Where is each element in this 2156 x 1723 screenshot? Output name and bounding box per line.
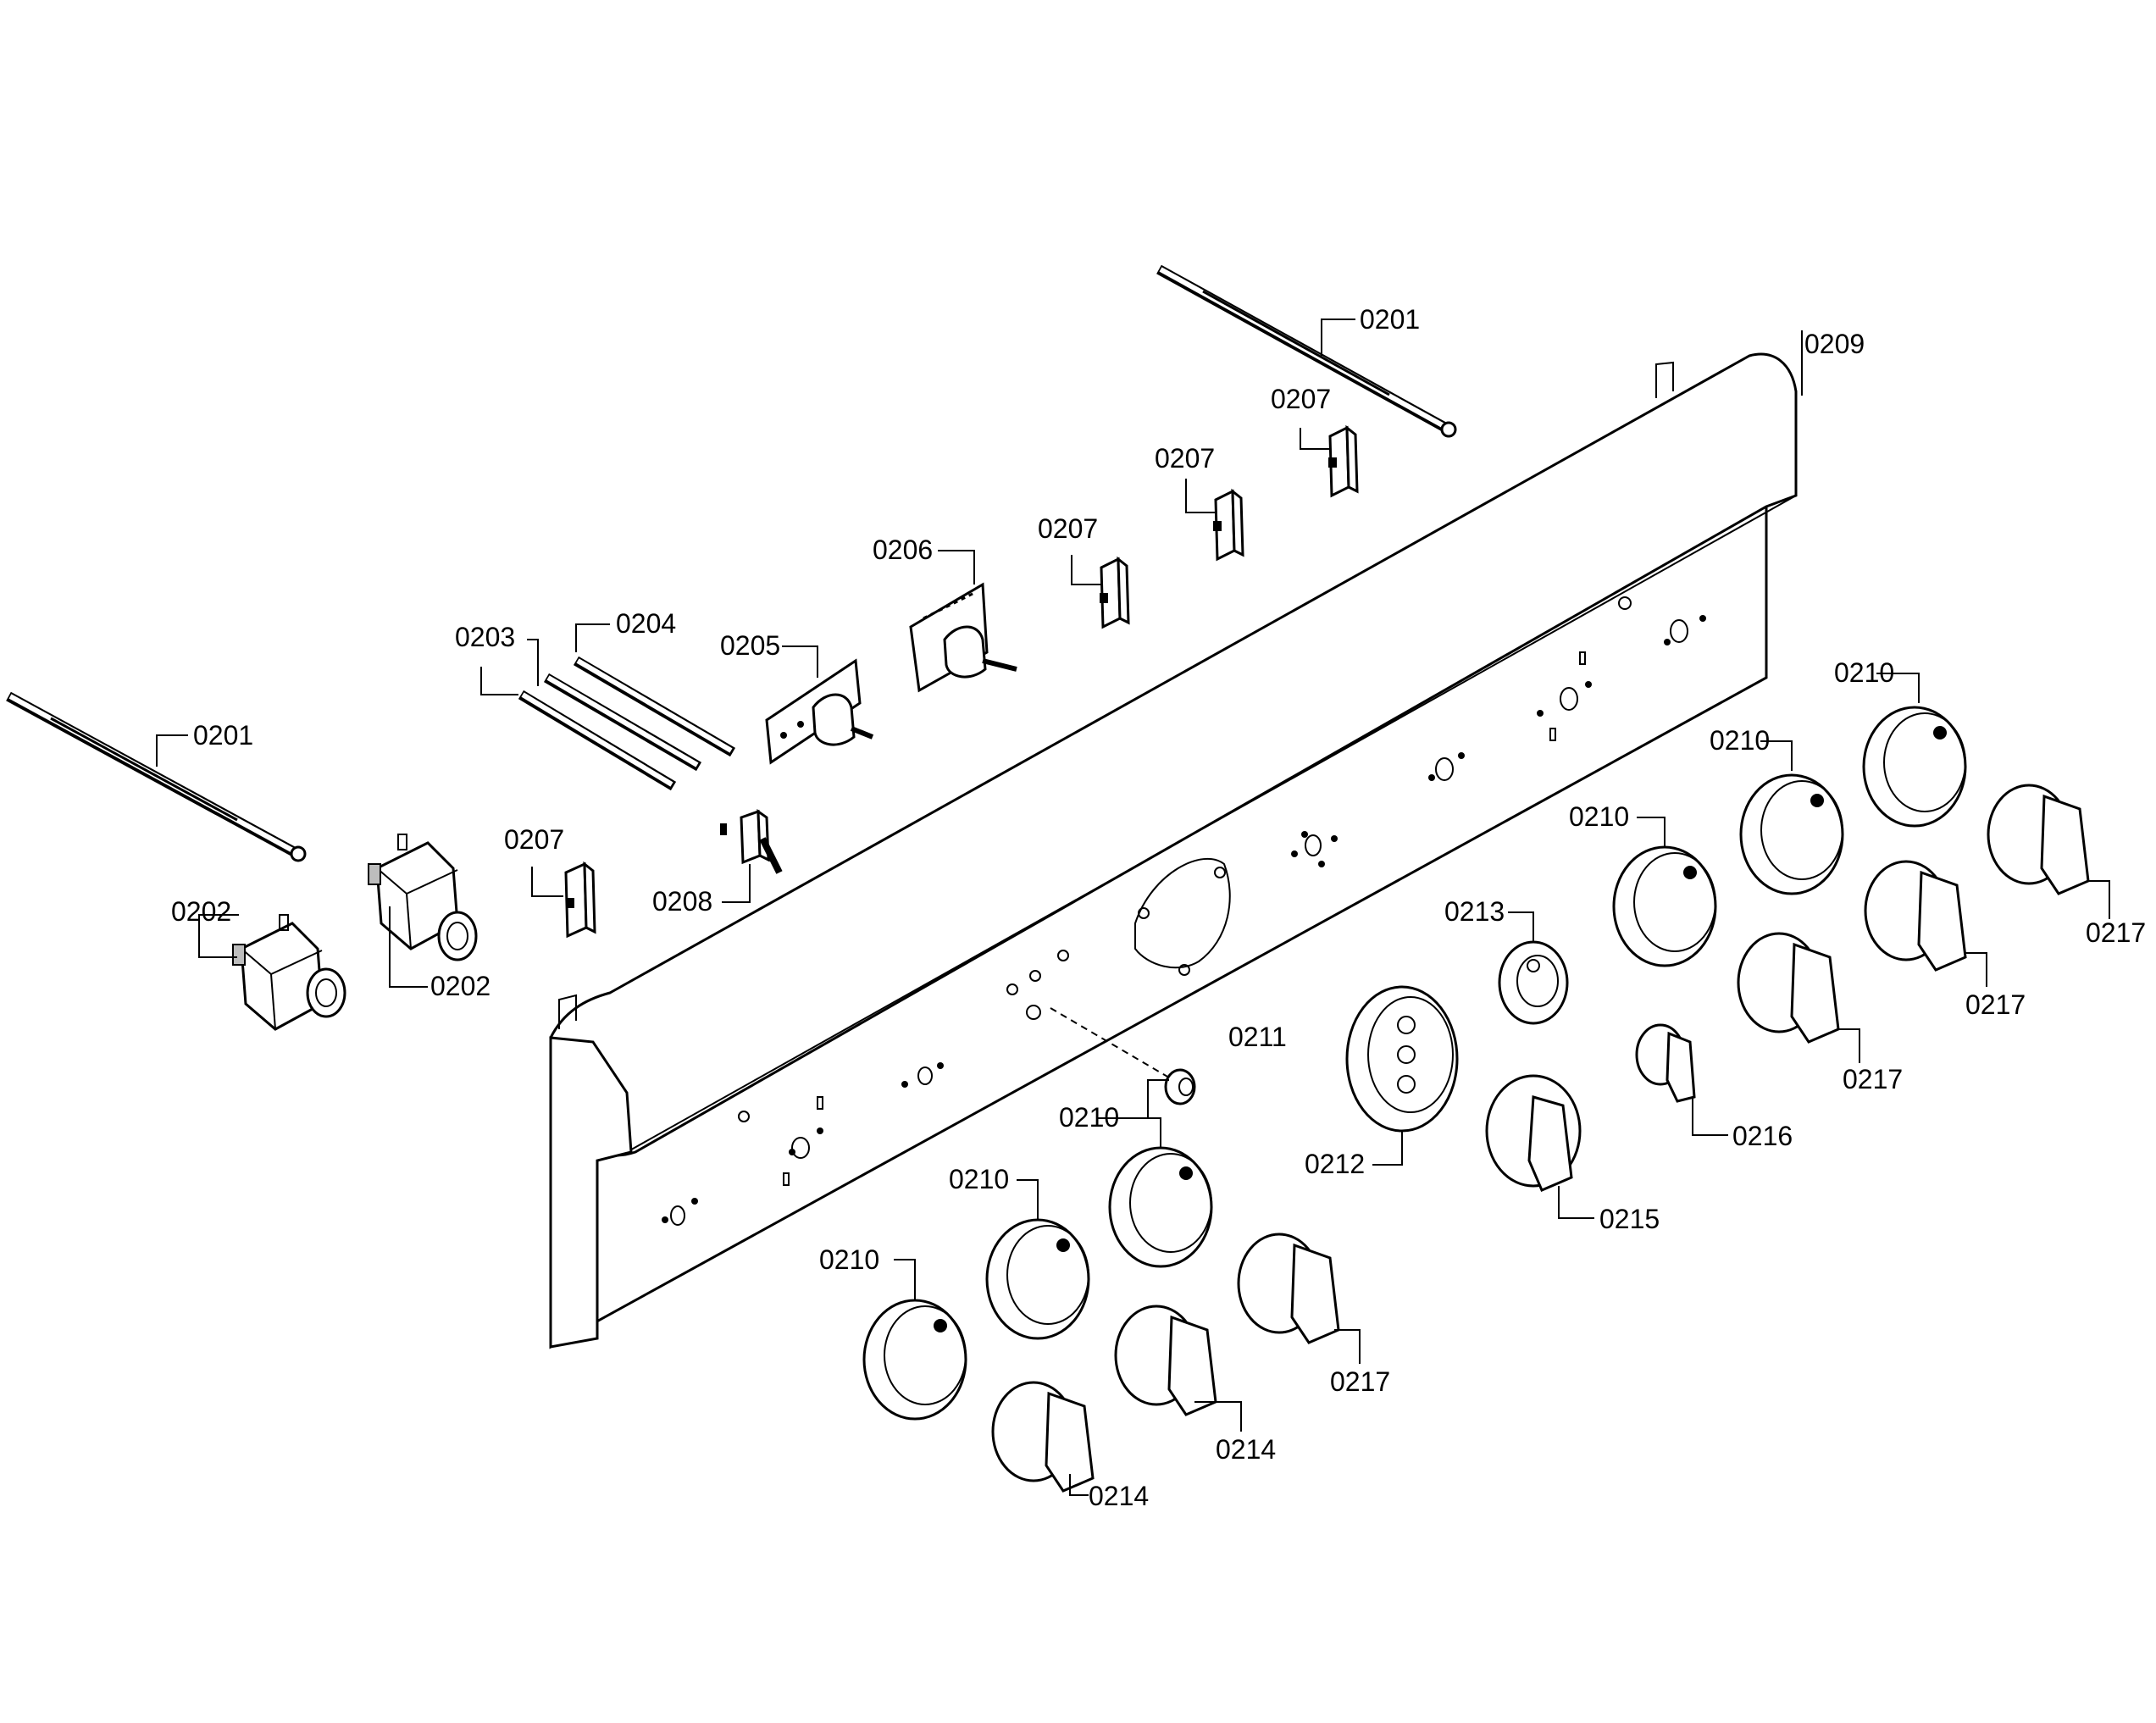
rods-0203-0204	[518, 656, 736, 791]
label-0208: 0208	[652, 886, 712, 917]
display-bezel-0212	[1345, 985, 1459, 1133]
bezel-0210-b	[985, 1218, 1090, 1340]
label-0215: 0215	[1599, 1204, 1660, 1234]
label-0205: 0205	[720, 630, 780, 661]
label-0209: 0209	[1804, 329, 1865, 359]
switch-0207-b	[1100, 556, 1130, 629]
label-0217-mid-right: 0217	[1965, 989, 2026, 1020]
label-0210-back-mid: 0210	[1710, 725, 1770, 756]
label-0202-left: 0202	[171, 896, 231, 927]
bezel-0210-d	[1612, 845, 1717, 967]
label-0201-left: 0201	[193, 720, 253, 751]
bezel-0210-f	[1862, 706, 1967, 828]
label-0217-mid: 0217	[1843, 1064, 1903, 1094]
label-0211: 0211	[1228, 1022, 1287, 1052]
label-0213: 0213	[1444, 896, 1505, 927]
label-0206: 0206	[873, 535, 933, 565]
knob-0214-a	[991, 1381, 1095, 1493]
label-0207-mid: 0207	[1038, 513, 1098, 544]
knob-0215	[1485, 1074, 1582, 1192]
sensor-rod-left	[6, 691, 307, 862]
bushing	[1050, 1007, 1196, 1105]
panel-holes	[662, 596, 1706, 1226]
label-0210-front-left: 0210	[819, 1244, 879, 1275]
label-0202-right: 0202	[430, 971, 491, 1001]
valve-right	[368, 834, 478, 961]
ring-0213	[1498, 940, 1569, 1025]
knob-0214-b	[1114, 1305, 1217, 1416]
part-labels: 0201 0201 0202 0202 0203 0204 0205 0206 …	[171, 304, 2146, 1511]
label-0214-left: 0214	[1089, 1481, 1149, 1511]
control-panel	[549, 352, 1798, 1349]
sensor-rod-right	[1156, 264, 1457, 438]
knob-0217-d	[1987, 784, 2090, 895]
label-0207-right: 0207	[1271, 384, 1331, 414]
knob-0217-b	[1737, 932, 1840, 1044]
knob-0217-c	[1864, 860, 1967, 972]
bezel-0210-c	[1108, 1146, 1213, 1268]
label-0210-front-right: 0210	[1059, 1102, 1119, 1133]
label-0214-right: 0214	[1216, 1434, 1276, 1465]
switch-0207-c	[1213, 488, 1244, 562]
label-0216: 0216	[1732, 1121, 1793, 1151]
knob-0216	[1635, 1023, 1696, 1103]
bezel-0210-e	[1739, 773, 1844, 895]
label-0210-back-left: 0210	[1569, 801, 1629, 832]
label-0217-front: 0217	[1330, 1366, 1390, 1397]
label-0204: 0204	[616, 608, 676, 639]
switch-0207-d	[1328, 424, 1359, 498]
label-0207-mid-right: 0207	[1155, 443, 1215, 474]
label-0201-right: 0201	[1360, 304, 1420, 335]
leader-lines	[156, 319, 2110, 1496]
label-0212: 0212	[1305, 1149, 1365, 1179]
bezel-0210-a	[862, 1299, 967, 1421]
rocker-switch	[720, 809, 783, 874]
label-0217-right: 0217	[2086, 917, 2146, 948]
label-0210-back-right: 0210	[1834, 657, 1894, 688]
valve-left	[232, 914, 346, 1031]
switch-0207-a	[564, 861, 596, 939]
circuit-board-0205	[765, 658, 874, 765]
circuit-board-0206	[909, 582, 1017, 693]
knob-0217-a	[1237, 1233, 1340, 1344]
label-0203: 0203	[455, 622, 515, 652]
label-0207-left: 0207	[504, 824, 564, 855]
label-0210-front-mid: 0210	[949, 1164, 1009, 1194]
